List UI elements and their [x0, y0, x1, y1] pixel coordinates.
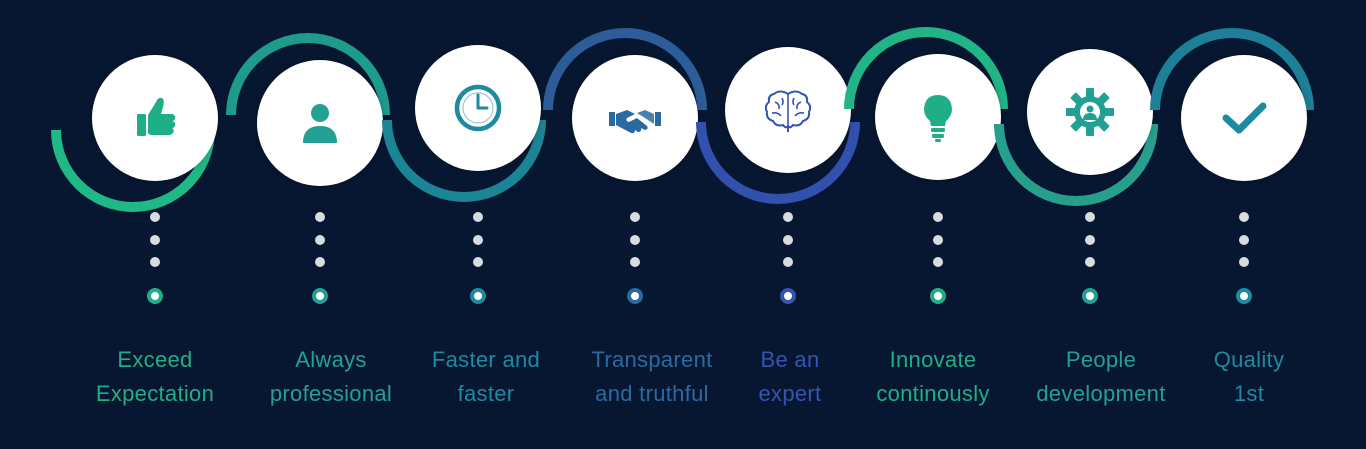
- value-label-line: 1st: [1233, 381, 1265, 406]
- clock-icon: [454, 84, 502, 132]
- connector-dot: [933, 212, 943, 222]
- value-label-faster: Faster and faster: [401, 343, 571, 411]
- value-label-line: Expectation: [95, 381, 215, 406]
- value-label-line: Be an: [760, 347, 820, 372]
- connector-dot: [1085, 257, 1095, 267]
- connector-dot: [630, 212, 640, 222]
- connector-dot: [1239, 212, 1249, 222]
- value-circle-transparent: [572, 55, 698, 181]
- connector-dot: [1239, 257, 1249, 267]
- decorative-arc-quality: [1150, 28, 1314, 111]
- value-circle-professional: [257, 60, 383, 186]
- brain-icon: [764, 90, 812, 132]
- node-marker: [780, 288, 796, 304]
- node-marker: [147, 288, 163, 304]
- gear-person-icon: [1066, 88, 1114, 136]
- value-label-expert: Be an expert: [705, 343, 875, 411]
- value-label-line: and truthful: [595, 381, 709, 406]
- connector-dot: [783, 212, 793, 222]
- decorative-arc-professional: [226, 33, 390, 116]
- lightbulb-icon: [924, 95, 952, 142]
- decorative-arc-exceed: [51, 130, 215, 212]
- person-icon: [303, 104, 337, 143]
- node-marker: [312, 288, 328, 304]
- decorative-arc-innovate: [844, 27, 1008, 110]
- value-circle-quality: [1181, 55, 1307, 181]
- value-label-line: Faster and: [431, 347, 541, 372]
- connector-dot: [315, 212, 325, 222]
- connector-dot: [1085, 235, 1095, 245]
- decorative-arc-people: [994, 124, 1158, 206]
- value-label-line: faster: [457, 381, 515, 406]
- connector-dot: [473, 212, 483, 222]
- decorative-arc-transparent: [543, 28, 707, 111]
- connector-dot: [630, 235, 640, 245]
- value-label-line: development: [1036, 381, 1166, 406]
- value-label-transparent: Transparent and truthful: [567, 343, 737, 411]
- value-label-line: expert: [758, 381, 822, 406]
- value-label-line: Innovate: [889, 347, 977, 372]
- decorative-arc-expert: [696, 122, 860, 204]
- value-label-line: People: [1065, 347, 1137, 372]
- connector-dot: [150, 212, 160, 222]
- value-label-line: Quality: [1213, 347, 1285, 372]
- checkmark-icon: [1222, 102, 1267, 134]
- connector-dot: [150, 257, 160, 267]
- connector-dot: [473, 257, 483, 267]
- connector-dot: [783, 235, 793, 245]
- value-label-line: continously: [876, 381, 990, 406]
- value-label-innovate: Innovate continously: [848, 343, 1018, 411]
- value-label-line: professional: [269, 381, 393, 406]
- node-marker: [930, 288, 946, 304]
- value-label-line: Transparent: [591, 347, 713, 372]
- connector-dot: [783, 257, 793, 267]
- connector-dot: [630, 257, 640, 267]
- connector-dot: [1239, 235, 1249, 245]
- value-label-line: Exceed: [117, 347, 193, 372]
- handshake-icon: [609, 110, 661, 134]
- value-label-line: Always: [295, 347, 367, 372]
- connector-dot: [933, 257, 943, 267]
- thumbs-up-icon: [137, 97, 176, 136]
- node-marker: [1236, 288, 1252, 304]
- node-marker: [627, 288, 643, 304]
- connector-dot: [933, 235, 943, 245]
- value-label-quality: Quality 1st: [1164, 343, 1334, 411]
- connector-dot: [473, 235, 483, 245]
- node-marker: [470, 288, 486, 304]
- connector-dot: [150, 235, 160, 245]
- decorative-arc-faster: [382, 120, 546, 202]
- connector-dot: [315, 257, 325, 267]
- connector-dot: [1085, 212, 1095, 222]
- node-marker: [1082, 288, 1098, 304]
- value-label-professional: Always professional: [246, 343, 416, 411]
- connector-dot: [315, 235, 325, 245]
- value-label-people: People development: [1016, 343, 1186, 411]
